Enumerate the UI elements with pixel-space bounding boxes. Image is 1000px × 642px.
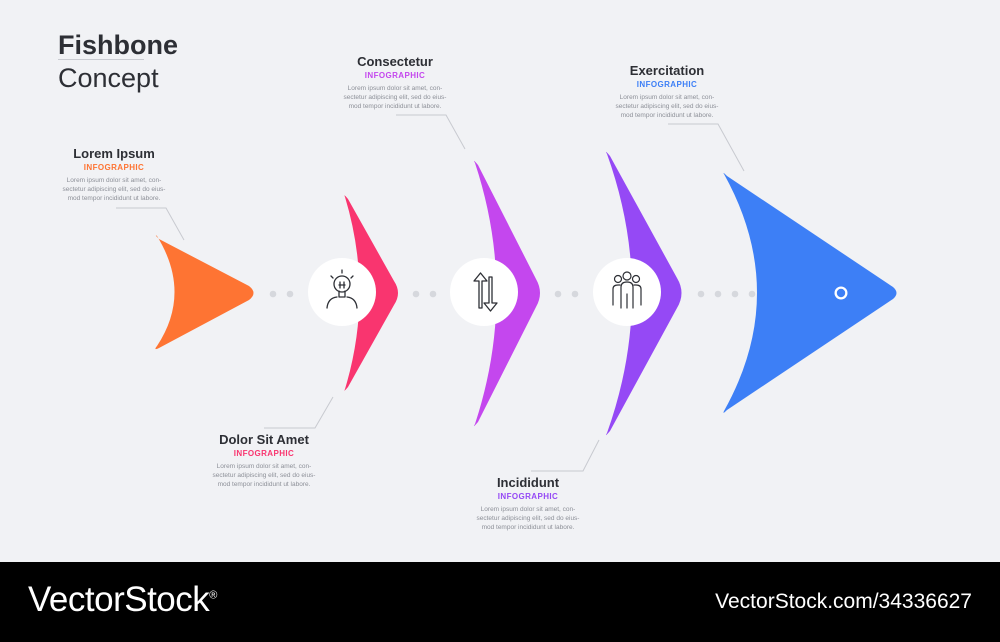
infographic-canvas: Fishbone Concept: [44, 30, 897, 532]
step-4-subheading: INFOGRAPHIC: [497, 492, 559, 501]
step-2-body: Lorem ipsum dolor sit amet, con- sectetu…: [194, 462, 334, 489]
title-divider: [58, 59, 144, 60]
step-4-body: Lorem ipsum dolor sit amet, con- sectetu…: [458, 505, 598, 532]
step-3-body-line: sectetur adipiscing elit, sed do eius-: [343, 94, 447, 101]
step-4-body-line: sectetur adipiscing elit, sed do eius-: [476, 515, 580, 522]
step-5-block: Exercitation INFOGRAPHIC Lorem ipsum dol…: [597, 63, 737, 120]
connector-line-1: [116, 207, 185, 241]
step-1-body: Lorem ipsum dolor sit amet, con- sectetu…: [44, 176, 184, 203]
step-2-subheading: INFOGRAPHIC: [233, 449, 295, 458]
step-1-block: Lorem Ipsum INFOGRAPHIC Lorem ipsum dolo…: [44, 146, 184, 203]
spine-dots: [269, 290, 756, 298]
title-line-2: Concept: [58, 63, 159, 93]
lightbulb-head-icon: [326, 269, 358, 309]
step-4-block: Incididunt INFOGRAPHIC Lorem ipsum dolor…: [458, 475, 598, 532]
step-5-body: Lorem ipsum dolor sit amet, con- sectetu…: [597, 93, 737, 120]
step-1-body-line: Lorem ipsum dolor sit amet, con-: [66, 177, 162, 184]
step-2-body-line: Lorem ipsum dolor sit amet, con-: [216, 463, 312, 470]
step-1-heading: Lorem Ipsum: [73, 146, 155, 161]
step-3-body: Lorem ipsum dolor sit amet, con- sectetu…: [325, 84, 465, 111]
connector-line-2: [264, 396, 334, 429]
fish-pupil: [836, 288, 846, 298]
connector-line-5: [668, 123, 745, 172]
step-1-body-line: sectetur adipiscing elit, sed do eius-: [62, 186, 166, 193]
watermark-footer: VectorStock® VectorStock.com/34336627: [0, 562, 1000, 642]
step-1-subheading: INFOGRAPHIC: [83, 163, 145, 172]
step-2-body-line: sectetur adipiscing elit, sed do eius-: [212, 472, 316, 479]
fishbone-diagram: [116, 114, 897, 472]
step-2-block: Dolor Sit Amet INFOGRAPHIC Lorem ipsum d…: [194, 432, 334, 489]
step-5-body-line: mod tempor incididunt ut labore.: [620, 112, 714, 119]
step-1-body-line: mod tempor incididunt ut labore.: [67, 195, 161, 202]
step-5-heading: Exercitation: [629, 63, 705, 78]
step-5-body-line: sectetur adipiscing elit, sed do eius-: [615, 103, 719, 110]
step-5-subheading: INFOGRAPHIC: [636, 80, 698, 89]
step-3-body-line: Lorem ipsum dolor sit amet, con-: [347, 85, 443, 92]
brand-name: VectorStock: [28, 580, 210, 619]
up-down-arrows-icon: [473, 272, 498, 312]
step-3-subheading: INFOGRAPHIC: [364, 71, 426, 80]
connector-line-3: [396, 114, 466, 150]
step-2-heading: Dolor Sit Amet: [219, 432, 309, 447]
step-3-block: Consectetur INFOGRAPHIC Lorem ipsum dolo…: [325, 54, 465, 111]
step-3-heading: Consectetur: [357, 54, 433, 69]
step-4-heading: Incididunt: [496, 475, 560, 490]
connector-line-4: [531, 439, 600, 472]
step-2-body-line: mod tempor incididunt ut labore.: [217, 481, 311, 488]
step-4-body-line: Lorem ipsum dolor sit amet, con-: [480, 506, 576, 513]
step-5-body-line: Lorem ipsum dolor sit amet, con-: [619, 94, 715, 101]
icon-circle-3: [593, 258, 661, 326]
title-line-1: Fishbone: [58, 30, 178, 60]
brand-logo: VectorStock®: [28, 580, 217, 620]
fish-head: [723, 172, 897, 413]
brand-registered-mark: ®: [209, 589, 217, 602]
bone-orange-tail: [155, 235, 254, 350]
team-people-icon: [612, 271, 642, 309]
icon-circle-2: [450, 258, 518, 326]
step-3-body-line: mod tempor incididunt ut labore.: [348, 103, 442, 110]
step-4-body-line: mod tempor incididunt ut labore.: [481, 524, 575, 531]
image-id: VectorStock.com/34336627: [715, 590, 972, 613]
